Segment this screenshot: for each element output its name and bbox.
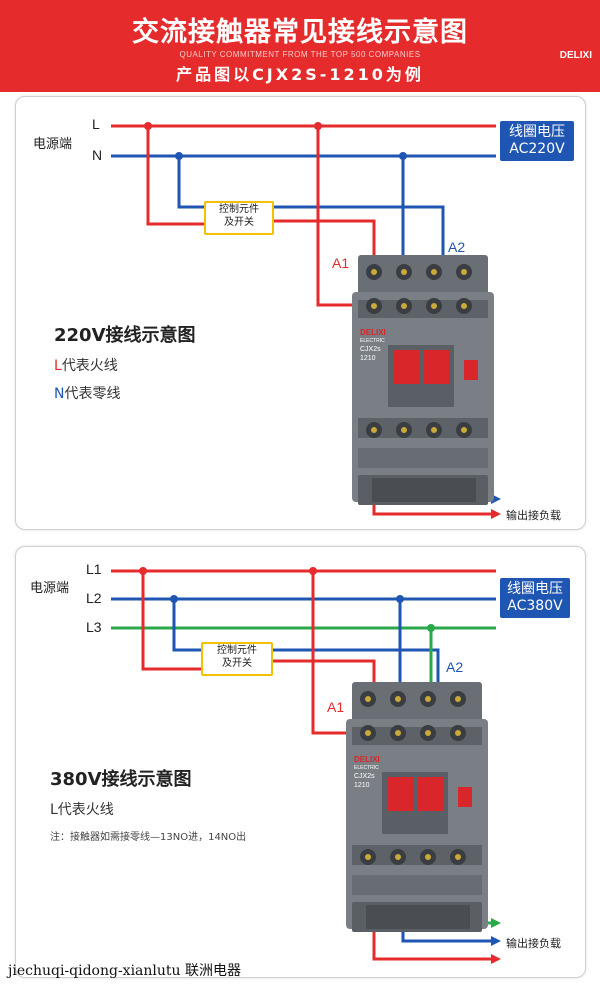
output-load-label: 输出接负载 <box>506 937 561 950</box>
legend-live: L代表火线 <box>50 802 114 818</box>
diagram-title-220v: 220V接线示意图 <box>54 325 196 346</box>
line-label-l2: L2 <box>86 590 102 606</box>
wire-l1-ctrl <box>141 571 201 671</box>
coil-voltage-badge: 线圈电压 AC220V <box>500 121 574 161</box>
line-label-l3: L3 <box>86 619 102 635</box>
a1-label: A1 <box>327 699 345 715</box>
source-label: 电源端 <box>30 581 70 596</box>
contactor-rating: 1210 <box>360 355 376 362</box>
panel-380v: 电源端 L1 L2 L3 线圈电压 AC380V 控制元件 及开关 A1 A2 … <box>15 546 586 978</box>
source-label: 电源端 <box>33 137 73 152</box>
wire-n-ctrl <box>177 156 206 209</box>
header-banner: 交流接触器常见接线示意图 QUALITY COMMITMENT FROM THE… <box>0 0 600 92</box>
note-text: 注：接触器如需接零线—13NO进，14NO出 <box>50 832 247 843</box>
coil-voltage-label: 线圈电压 <box>509 124 565 140</box>
watermark: jiechuqi-qidong-xianlutu 联洲电器 <box>8 963 242 979</box>
line-label-l1: L1 <box>86 561 102 577</box>
wire-l2-ctrl <box>172 599 201 652</box>
control-label-line1: 控制元件 <box>217 645 257 656</box>
contactor-380v: DELIXI ELECTRIC CJX2s 1210 <box>346 677 488 954</box>
control-switch-box: 控制元件 及开关 <box>204 201 274 235</box>
coil-voltage-badge: 线圈电压 AC380V <box>500 578 570 618</box>
subtitle: 产品图以CJX2S-1210为例 <box>176 65 424 84</box>
output-load-label: 输出接负载 <box>506 509 561 522</box>
contactor-model: CJX2s <box>360 346 381 353</box>
control-switch-box: 控制元件 及开关 <box>201 642 273 676</box>
coil-voltage-value: AC380V <box>507 598 563 614</box>
coil-voltage-value: AC220V <box>509 141 565 157</box>
legend-neutral: N代表零线 <box>54 386 121 402</box>
coil-voltage-label: 线圈电压 <box>507 581 563 597</box>
line-label-n: N <box>92 147 103 163</box>
contactor-brand: DELIXI <box>360 328 386 337</box>
a1-label: A1 <box>332 255 350 271</box>
contactor-maker: ELECTRIC <box>360 338 385 344</box>
wire-ctrl-a2 <box>271 648 440 697</box>
contactor-brand: DELIXI <box>354 755 380 764</box>
panel-220v: 电源端 L N 线圈电压 AC220V 控制元件 及开关 A1 A2 220V接… <box>15 96 586 530</box>
control-label-line1: 控制元件 <box>219 204 259 215</box>
diagram-title-380v: 380V接线示意图 <box>50 769 192 790</box>
legend-live: L代表火线 <box>54 358 118 374</box>
wire-ctrl-a1 <box>271 219 376 262</box>
contactor-maker: ELECTRIC <box>354 765 379 771</box>
wire-ctrl-a2 <box>271 205 445 262</box>
contactor-220v: DELIXI ELECTRIC CJX2s 1210 <box>352 250 494 527</box>
line-label-l: L <box>92 116 100 132</box>
control-label-line2: 及开关 <box>224 217 254 228</box>
contactor-model: CJX2s <box>354 773 375 780</box>
a2-label: A2 <box>446 659 464 675</box>
page-title: 交流接触器常见接线示意图 <box>132 17 468 48</box>
brand-logo: DELIXI <box>559 50 592 61</box>
control-label-line2: 及开关 <box>222 658 252 669</box>
contactor-rating: 1210 <box>354 782 370 789</box>
a2-label: A2 <box>448 239 466 255</box>
subtitle-english: QUALITY COMMITMENT FROM THE TOP 500 COMP… <box>179 50 421 59</box>
